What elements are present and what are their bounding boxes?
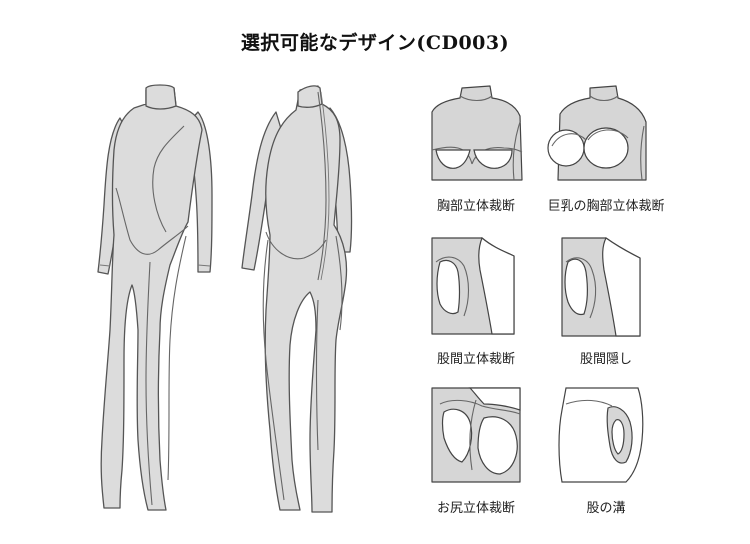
front-figure <box>97 84 213 511</box>
back-figure <box>241 85 353 513</box>
option-label-crotch-groove: 股の溝 <box>586 501 626 516</box>
large-bust-cut-illustration <box>547 85 647 181</box>
option-label-large-bust-cut: 巨乳の胸部立体裁断 <box>547 199 665 214</box>
option-label-crotch-cut: 股間立体裁断 <box>436 352 515 367</box>
crotch-groove-illustration <box>558 387 644 483</box>
page-title: 選択可能なデザイン(CD003) <box>240 32 510 54</box>
chest-3d-cut-illustration <box>431 85 523 181</box>
butt-3d-cut-illustration <box>431 387 521 483</box>
option-label-crotch-cover: 股間隠し <box>579 352 632 367</box>
crotch-3d-cut-illustration <box>431 237 515 335</box>
option-label-chest-cut: 胸部立体裁断 <box>436 199 515 214</box>
option-label-butt-cut: お尻立体裁断 <box>436 501 515 516</box>
crotch-cover-illustration <box>561 237 641 337</box>
